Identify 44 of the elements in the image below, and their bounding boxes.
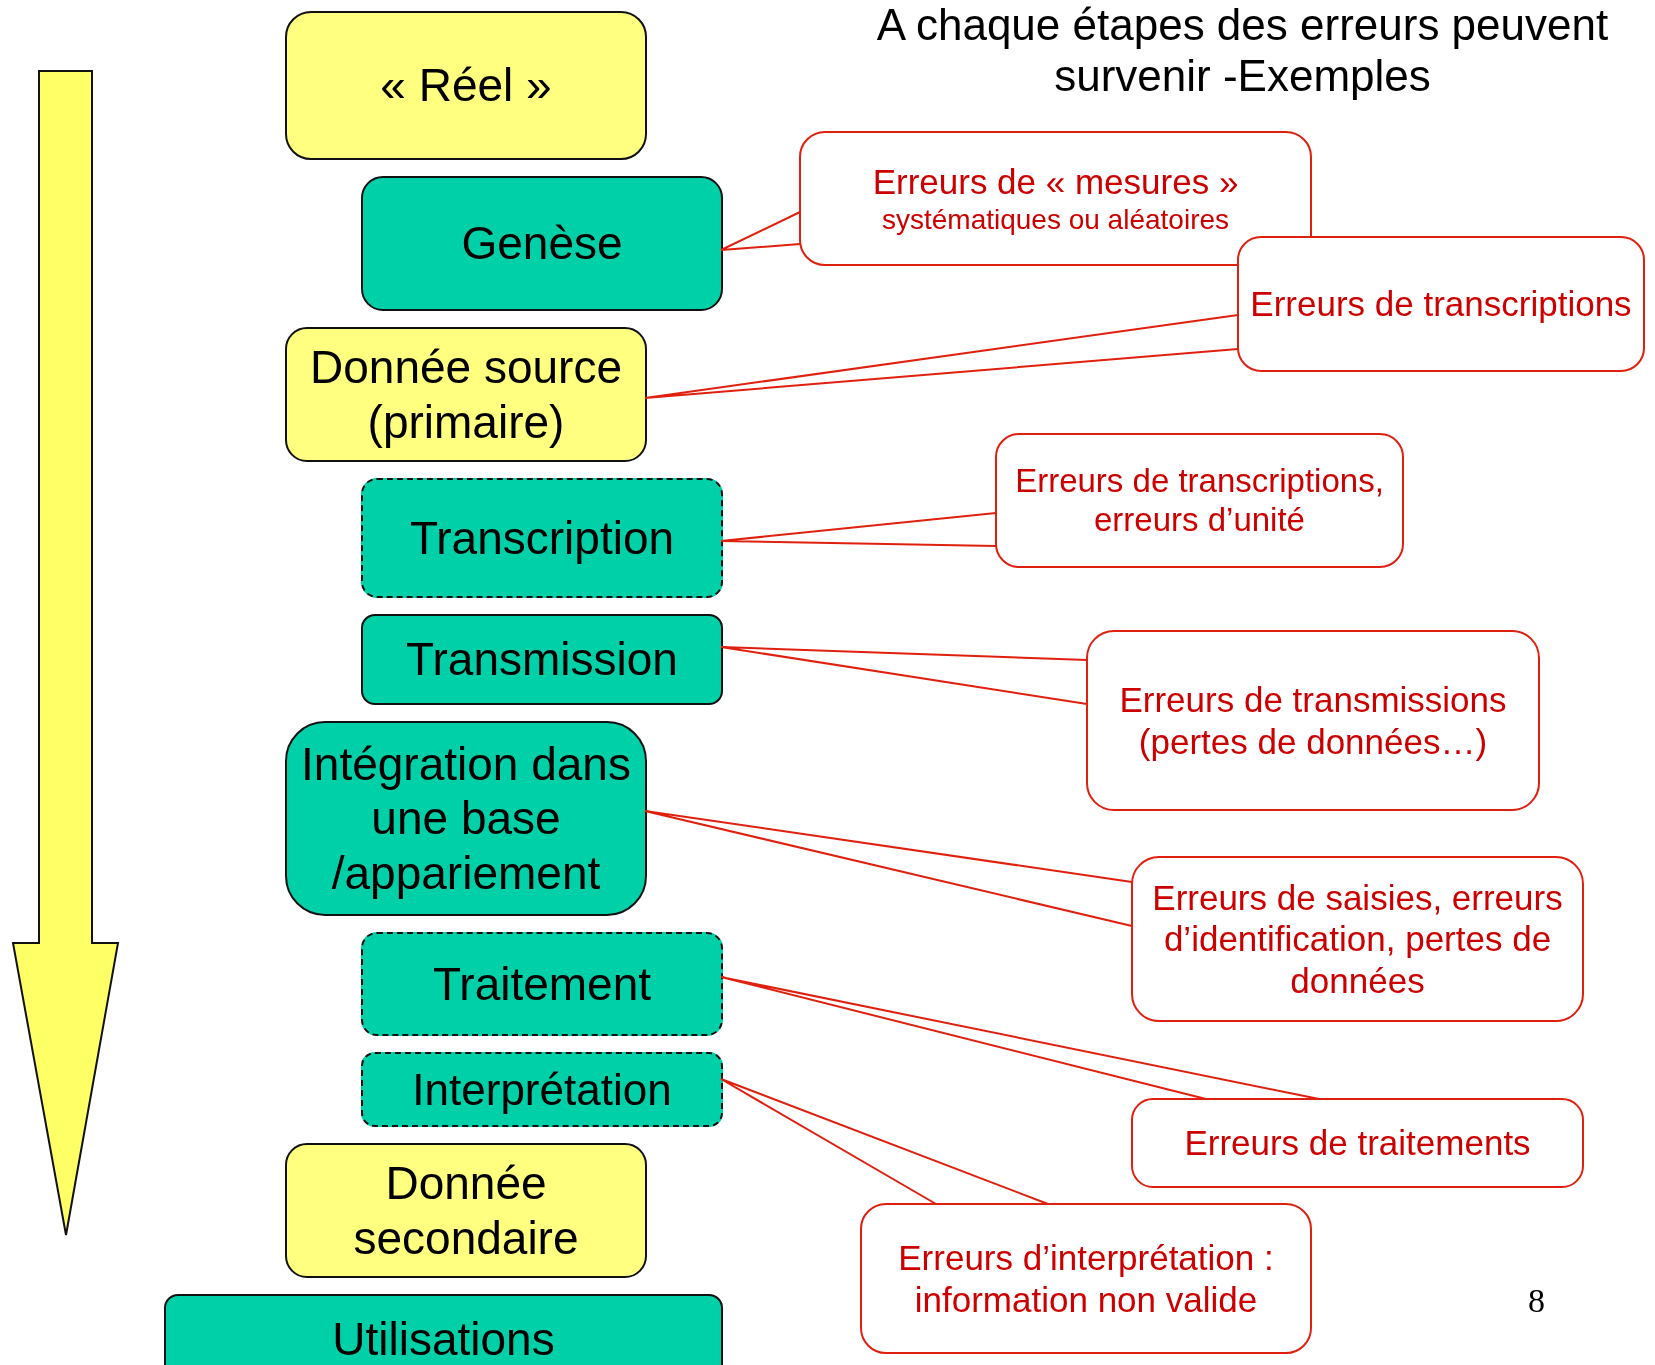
callout-box xyxy=(1131,856,1584,1022)
stage-label: Transmission xyxy=(406,632,678,687)
stage-box xyxy=(285,721,647,916)
stage-label: « Réel » xyxy=(380,58,552,113)
stage-box xyxy=(361,614,723,705)
stage-box xyxy=(361,478,723,598)
callout-box xyxy=(1086,630,1540,811)
callout-pointer xyxy=(720,512,997,547)
stage-label: Transcription xyxy=(409,510,675,566)
stage-label: Genèse xyxy=(461,216,623,271)
error-text: Erreurs de saisies, erreurs d’identification, pertes de données xyxy=(1151,877,1564,1001)
error-text: Erreurs de transmissions (pertes de données…) xyxy=(1118,679,1508,762)
slide-title: A chaque étapes des erreurs peuvent survenir -Exemples xyxy=(875,0,1610,102)
stage-box xyxy=(361,1052,723,1127)
stage-box xyxy=(361,176,723,311)
callout-pointer xyxy=(720,1078,1049,1205)
callout-box xyxy=(1237,236,1645,372)
error-text: Erreurs de transcriptions xyxy=(1250,283,1632,325)
stage-label: Intégration dans une base /appariement xyxy=(300,737,632,900)
callout-pointer xyxy=(720,976,1320,1100)
stage-label: Utilisations xyxy=(332,1311,555,1365)
stage-label: Donnée source (primaire) xyxy=(309,340,623,449)
error-text: Erreurs de « mesures » xyxy=(872,161,1239,203)
callout-pointer xyxy=(644,314,1239,399)
error-text: systématiques ou aléatoires xyxy=(881,202,1230,236)
stage-box xyxy=(285,11,647,160)
callout-box xyxy=(799,131,1312,266)
error-text: Erreurs d’interprétation : information non valide xyxy=(897,1237,1275,1320)
callout-pointer xyxy=(644,810,1133,927)
error-text: Erreurs de traitements xyxy=(1184,1122,1531,1164)
stage-label: Donnée secondaire xyxy=(352,1156,580,1265)
stage-box xyxy=(164,1294,723,1365)
stage-box xyxy=(361,932,723,1036)
callout-pointer xyxy=(720,646,1088,705)
callout-box xyxy=(1131,1098,1584,1188)
stage-box xyxy=(285,1143,647,1278)
callout-box xyxy=(995,433,1404,568)
stage-label: Traitement xyxy=(432,956,652,1012)
error-text: Erreurs de transcriptions, erreurs d’unité xyxy=(1014,461,1385,540)
callout-pointer xyxy=(720,211,801,251)
page-number: 8 xyxy=(1528,1282,1545,1320)
stage-label: Interprétation xyxy=(412,1063,672,1116)
stage-box xyxy=(285,327,647,462)
callout-box xyxy=(860,1203,1312,1354)
